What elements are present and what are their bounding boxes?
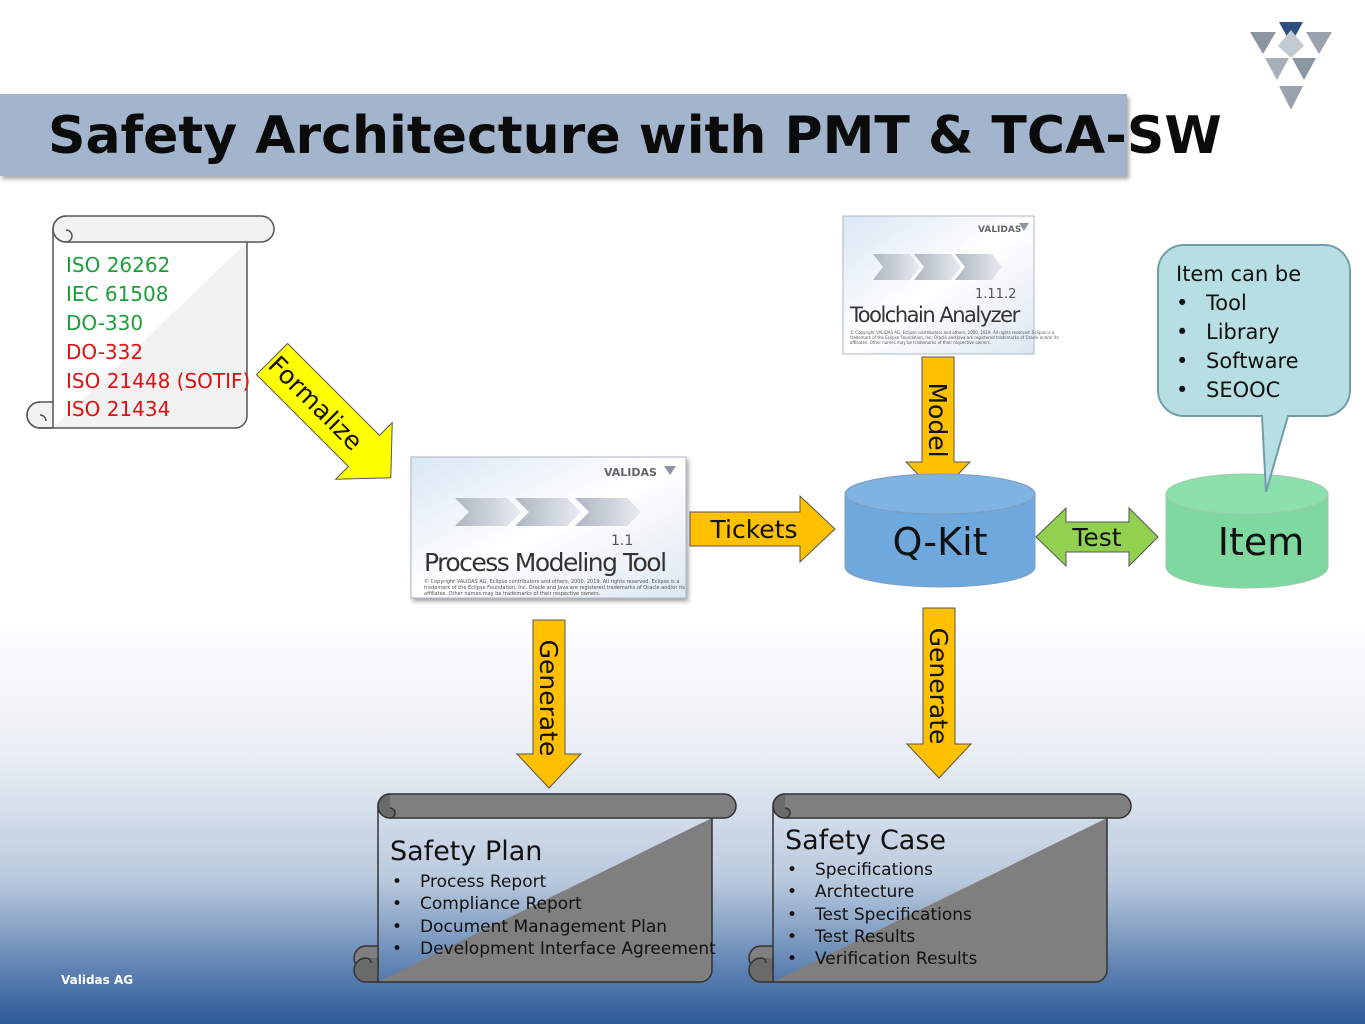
item-callout: Item can be • Tool • Library • Software …: [1157, 244, 1351, 493]
tickets-label: Tickets: [710, 515, 798, 544]
pmt-splash: VALIDAS 1.1 Process Modeling Tool © Copy…: [410, 456, 687, 599]
safety-case-bullet: Specifications: [815, 860, 933, 880]
formalize-arrow: Formalize: [255, 342, 393, 480]
bullet-icon: •: [1176, 378, 1188, 402]
bullet-icon: •: [392, 872, 402, 892]
callout-bullet: Tool: [1205, 291, 1247, 315]
generate-label: Generate: [924, 628, 953, 745]
test-arrow: Test: [1035, 506, 1159, 568]
tca-copyright: © Copyright VALIDAS AG, Eclipse contribu…: [850, 330, 1055, 335]
bullet-icon: •: [392, 894, 402, 914]
tca-brand: VALIDAS: [978, 225, 1021, 235]
standard-item: ISO 21448 (SOTIF): [66, 369, 250, 393]
bullet-icon: •: [787, 882, 797, 902]
safety-case-bullet: Verification Results: [815, 949, 977, 969]
safety-plan-bullet: Process Report: [420, 872, 547, 892]
page-title: Safety Architecture with PMT & TCA-SW: [48, 106, 1222, 166]
safety-case-bullet: Archtecture: [815, 882, 914, 902]
test-label: Test: [1071, 523, 1121, 552]
chevron-icon: [914, 254, 961, 280]
tca-copyright: trademark of the Eclipse Foundation, Inc…: [850, 335, 1059, 340]
standard-item: DO-330: [66, 311, 143, 335]
formalize-label: Formalize: [263, 350, 369, 456]
bullet-icon: •: [1176, 291, 1188, 315]
standard-item: IEC 61508: [66, 282, 168, 306]
safety-case-title: Safety Case: [785, 825, 946, 856]
safety-plan-bullet: Development Interface Agreement: [420, 939, 716, 959]
generate-label: Generate: [534, 640, 563, 757]
chevron-icon: [515, 498, 581, 526]
pmt-copyright: trademark of the Eclipse Foundation, Inc…: [424, 585, 685, 591]
pmt-brand-icon: [664, 466, 676, 475]
chevron-icon: [873, 254, 920, 280]
standard-item: ISO 26262: [66, 253, 170, 277]
safety-plan-title: Safety Plan: [390, 836, 542, 867]
pmt-copyright: affiliates. Other names may be trademark…: [424, 591, 601, 597]
bullet-icon: •: [787, 905, 797, 925]
pmt-brand: VALIDAS: [604, 466, 657, 479]
callout-heading: Item can be: [1176, 262, 1301, 286]
qkit-label: Q-Kit: [892, 520, 987, 564]
safety-plan-scroll: Safety Plan • Process Report • Complianc…: [353, 793, 737, 983]
tickets-arrow: Tickets: [689, 494, 836, 564]
tca-splash: VALIDAS 1.11.2 Toolchain Analyzer © Copy…: [842, 215, 1059, 355]
safety-case-bullet: Test Results: [814, 927, 915, 947]
item-label: Item: [1218, 520, 1305, 564]
pmt-name: Process Modeling Tool: [424, 548, 666, 577]
validas-logo: [1250, 22, 1332, 110]
safety-case-scroll: Safety Case • Specifications • Archtectu…: [748, 793, 1132, 983]
safety-plan-bullet: Document Management Plan: [420, 917, 667, 937]
callout-bullet: Software: [1206, 349, 1299, 373]
callout-bullet: Library: [1206, 320, 1279, 344]
bullet-icon: •: [1176, 349, 1188, 373]
title-band: [0, 94, 1127, 176]
standard-item: DO-332: [66, 340, 143, 364]
bullet-icon: •: [1176, 320, 1188, 344]
safety-plan-bullet: Compliance Report: [420, 894, 582, 914]
qkit-cylinder: Q-Kit: [844, 473, 1036, 588]
tca-name: Toolchain Analyzer: [849, 303, 1021, 327]
pmt-copyright: © Copyright VALIDAS AG, Eclipse contribu…: [424, 578, 679, 585]
item-cylinder: Item: [1165, 473, 1329, 589]
generate-arrow-right: Generate: [905, 607, 973, 779]
bullet-icon: •: [787, 927, 797, 947]
standards-scroll: ISO 26262 IEC 61508 DO-330 DO-332 ISO 21…: [26, 215, 275, 429]
chevron-icon: [455, 498, 521, 526]
model-label: Model: [923, 382, 952, 457]
bullet-icon: •: [787, 949, 797, 969]
chevron-icon: [955, 254, 1002, 280]
bullet-icon: •: [392, 917, 402, 937]
tca-version: 1.11.2: [975, 287, 1016, 302]
bullet-icon: •: [392, 939, 402, 959]
safety-case-bullet: Test Specifications: [814, 905, 972, 925]
standard-item: ISO 21434: [66, 397, 170, 421]
generate-arrow-left: Generate: [515, 619, 583, 789]
footer-company: Validas AG: [61, 973, 133, 987]
pmt-version: 1.1: [611, 533, 633, 549]
chevron-icon: [575, 498, 641, 526]
bullet-icon: •: [787, 860, 797, 880]
tca-copyright: affiliates. Other names may be trademark…: [850, 340, 991, 345]
tca-brand-icon: [1019, 223, 1029, 231]
callout-bullet: SEOOC: [1206, 378, 1280, 402]
